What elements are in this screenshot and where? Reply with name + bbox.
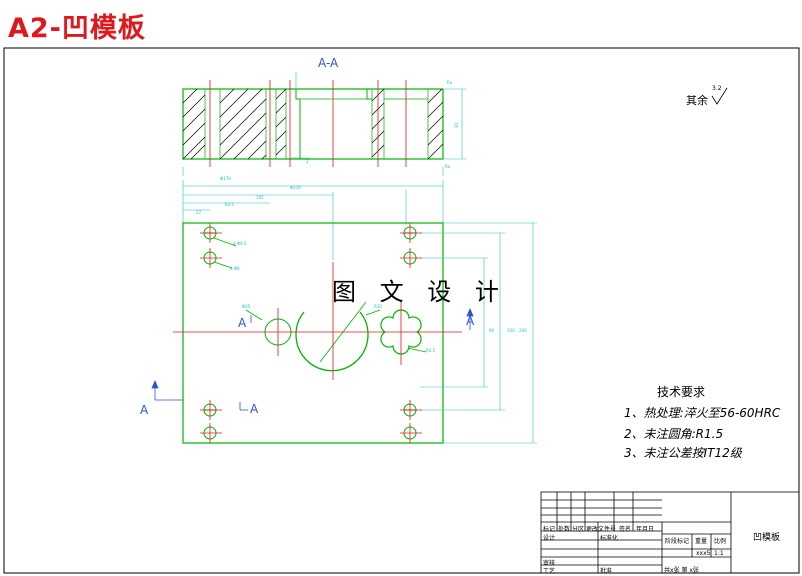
tb-label-count: 处数 — [558, 526, 571, 533]
dimension-chain — [182, 180, 444, 260]
roughness-value: 3.2 — [712, 85, 722, 92]
svg-text:200: 200 — [507, 328, 515, 333]
tb-label-scale: 比例 — [714, 538, 727, 545]
tb-label-standard: 标准化 — [600, 535, 619, 542]
watermark: 图 文 设 计 — [332, 278, 507, 306]
svg-text:R4.5: R4.5 — [426, 348, 436, 353]
tb-scale-value: 1:1 — [714, 550, 724, 557]
section-view: 30 2 Ra Ra — [182, 72, 466, 176]
svg-text:64.5: 64.5 — [225, 202, 234, 207]
svg-text:Ra: Ra — [447, 80, 453, 85]
tb-label-approve: 批准 — [600, 568, 613, 575]
section-label-right: A — [466, 314, 475, 328]
section-label-bottom-left: A — [140, 403, 149, 417]
roughness-symbol — [711, 87, 728, 105]
part-name: 凹模板 — [753, 533, 781, 543]
page-title: A2-凹模板 — [8, 13, 146, 44]
section-label-main: A-A — [318, 56, 339, 70]
svg-text:27: 27 — [196, 210, 202, 215]
plan-view: 240 200 90 4-Φ9.5 4-Φ8 — [151, 222, 537, 444]
sheet-border — [3, 47, 800, 574]
tb-label-mark: 标记 — [543, 526, 556, 533]
tb-label-sheets: 共x张 第 x张 — [664, 567, 699, 574]
tech-requirements-title: 技术要求 — [657, 385, 706, 399]
svg-text:90: 90 — [489, 328, 495, 333]
title-block — [540, 491, 800, 574]
tech-requirement-1: 1、热处理:淬火至56-60HRC — [624, 406, 781, 420]
tb-label-weight: 重量 — [695, 538, 708, 545]
svg-text:2: 2 — [306, 159, 309, 164]
section-label-left: A — [238, 316, 247, 330]
svg-text:R30: R30 — [374, 304, 382, 309]
svg-text:Φ216: Φ216 — [290, 185, 301, 190]
svg-text:4-Φ9.5: 4-Φ9.5 — [233, 241, 247, 246]
roughness-label: 其余 — [686, 94, 708, 107]
svg-text:Ra: Ra — [445, 164, 451, 169]
svg-text:240: 240 — [519, 328, 527, 333]
tb-label-date: 年月日 — [636, 526, 655, 533]
tb-label-review: 审核 — [543, 560, 556, 567]
tb-weight-value: xxx5 — [696, 550, 711, 557]
tech-requirement-2: 2、未注圆角:R1.5 — [624, 427, 724, 441]
svg-text:Φ25: Φ25 — [242, 304, 251, 309]
tb-label-sign: 签名 — [619, 526, 632, 533]
tb-label-process: 工艺 — [543, 568, 556, 575]
svg-text:30: 30 — [454, 122, 459, 128]
svg-text:Φ170: Φ170 — [220, 176, 231, 181]
tb-label-zone: 分区 — [572, 526, 585, 533]
section-label-bottom-mark: A — [250, 402, 259, 416]
tech-requirement-3: 3、未注公差按IT12级 — [624, 446, 742, 460]
tb-label-design: 设计 — [543, 535, 556, 542]
svg-text:105: 105 — [256, 195, 264, 200]
svg-text:4-Φ8: 4-Φ8 — [230, 266, 240, 271]
tb-label-change-doc: 更改文件号 — [586, 526, 617, 533]
tb-label-stage: 阶段标记 — [665, 538, 690, 545]
